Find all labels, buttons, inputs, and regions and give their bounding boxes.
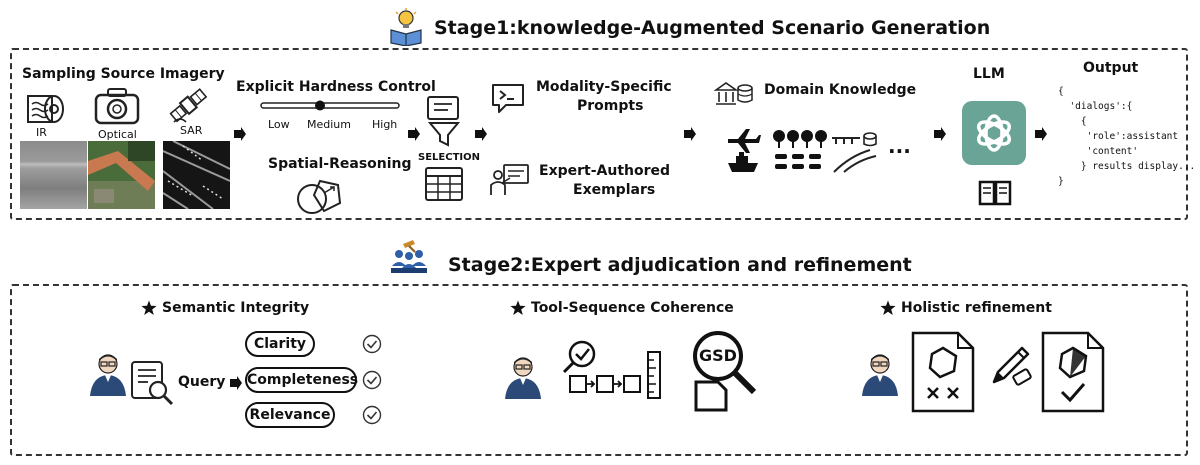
pencil-eraser-icon bbox=[986, 342, 1034, 390]
star-icon bbox=[510, 300, 526, 316]
criteria-clarity: Clarity bbox=[245, 331, 315, 357]
output-line-4: 'role':assistant bbox=[1058, 131, 1179, 142]
table-icon bbox=[425, 167, 463, 201]
rejected-document-icon bbox=[910, 330, 976, 414]
trees-vehicles-icon bbox=[772, 126, 828, 174]
hardness-slider bbox=[260, 99, 400, 113]
camera-icon bbox=[93, 86, 141, 126]
sar-image bbox=[163, 141, 230, 209]
gsd-label: GSD bbox=[699, 346, 737, 365]
spatial-shapes-icon bbox=[296, 175, 344, 215]
check-circle-icon bbox=[362, 334, 382, 354]
holistic-title: Holistic refinement bbox=[901, 300, 1052, 316]
spatial-title: Spatial-Reasoning bbox=[268, 156, 412, 172]
criteria-completeness: Completeness bbox=[245, 367, 358, 393]
database-knowledge-icon bbox=[714, 80, 754, 106]
terminal-prompt-icon bbox=[490, 82, 526, 114]
expert-meeting-icon bbox=[389, 238, 429, 274]
gsd-magnifier-icon bbox=[690, 328, 762, 412]
llm-title: LLM bbox=[973, 66, 1005, 82]
arrow-right-icon bbox=[407, 127, 421, 141]
output-line-6: } results display... bbox=[1058, 161, 1196, 172]
airplane-ship-icon bbox=[724, 125, 762, 175]
tool-sequence-icon bbox=[560, 338, 670, 402]
ellipsis: ... bbox=[888, 134, 911, 158]
expert-presenter-icon bbox=[490, 163, 530, 197]
hardness-title: Explicit Hardness Control bbox=[236, 79, 436, 95]
ir-image bbox=[20, 141, 87, 209]
llm-logo-icon bbox=[962, 101, 1026, 165]
output-line-3: { bbox=[1058, 116, 1087, 127]
modality-label-ir: IR bbox=[36, 126, 47, 139]
stage1-title: Stage1:knowledge-Augmented Scenario Gene… bbox=[434, 17, 991, 39]
approved-document-icon bbox=[1040, 330, 1106, 414]
expert-avatar-icon bbox=[88, 352, 128, 396]
stage2-box bbox=[10, 284, 1188, 456]
check-circle-icon bbox=[362, 370, 382, 390]
stage2-title: Stage2:Expert adjudication and refinemen… bbox=[448, 254, 912, 276]
satellite-icon bbox=[168, 86, 210, 126]
book-icon bbox=[978, 178, 1012, 206]
domain-title: Domain Knowledge bbox=[764, 82, 917, 98]
arrow-right-icon bbox=[683, 127, 697, 141]
arrow-right-icon bbox=[1034, 127, 1048, 141]
output-title: Output bbox=[1083, 60, 1139, 76]
star-icon bbox=[880, 300, 896, 316]
document-search-icon bbox=[130, 360, 178, 408]
query-label: Query bbox=[178, 374, 226, 390]
bridge-road-tanks-icon bbox=[830, 126, 880, 174]
output-line-2: 'dialogs':{ bbox=[1058, 101, 1133, 112]
arrow-right-icon bbox=[474, 127, 488, 141]
document-filter-icon bbox=[424, 95, 464, 147]
output-line-5: 'content' bbox=[1058, 146, 1139, 157]
optical-image bbox=[88, 141, 155, 209]
selection-label: SELECTION bbox=[418, 152, 480, 163]
expert-avatar-icon bbox=[503, 355, 543, 399]
modality-label-sar: SAR bbox=[180, 124, 203, 137]
prompts-label-line2: Prompts bbox=[577, 98, 644, 114]
ir-sensor-icon bbox=[24, 88, 66, 126]
output-line-1: { bbox=[1058, 86, 1064, 97]
stage1-icon bbox=[388, 8, 424, 46]
expert-avatar-icon bbox=[860, 352, 900, 396]
check-circle-icon bbox=[362, 405, 382, 425]
star-icon bbox=[141, 300, 157, 316]
stage1-box bbox=[10, 48, 1188, 220]
modality-label-optical: Optical bbox=[98, 128, 137, 141]
tool-title: Tool-Sequence Coherence bbox=[531, 300, 734, 316]
output-line-7: } bbox=[1058, 176, 1064, 187]
hardness-low: Low bbox=[268, 118, 290, 131]
criteria-relevance: Relevance bbox=[245, 402, 335, 428]
hardness-medium: Medium bbox=[307, 118, 351, 131]
arrow-right-icon bbox=[229, 376, 243, 390]
semantic-title: Semantic Integrity bbox=[162, 300, 310, 316]
exemplars-label-line1: Expert-Authored bbox=[539, 163, 671, 179]
arrow-right-icon bbox=[233, 127, 247, 141]
prompts-label-line1: Modality-Specific bbox=[536, 79, 672, 95]
sampling-title: Sampling Source Imagery bbox=[22, 66, 225, 82]
arrow-right-icon bbox=[933, 127, 947, 141]
hardness-high: High bbox=[372, 118, 398, 131]
exemplars-label-line2: Exemplars bbox=[573, 182, 656, 198]
